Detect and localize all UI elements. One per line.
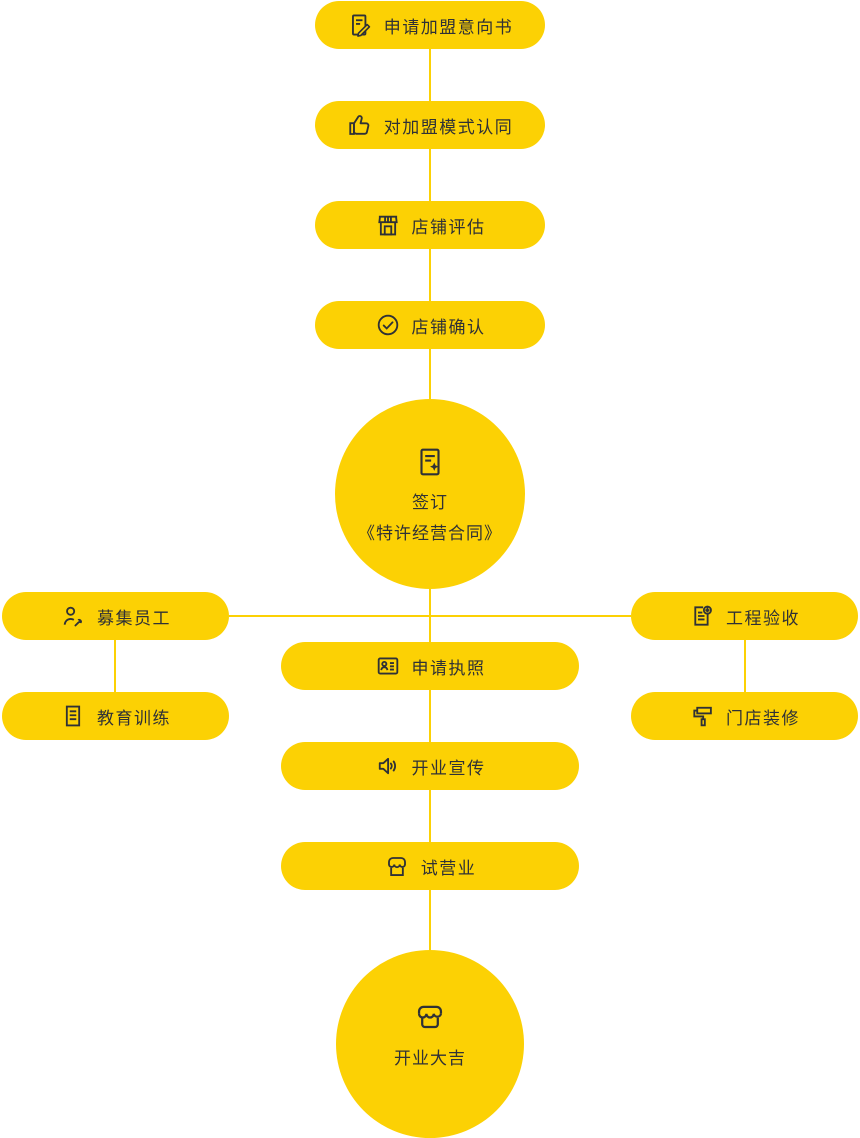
node-label: 教育训练	[97, 708, 171, 729]
paint-roller-icon	[689, 703, 715, 729]
node-sign-contract: 签订 《特许经营合同》	[335, 399, 525, 589]
report-check-icon	[689, 603, 715, 629]
connector-line	[229, 615, 631, 617]
node-label: 申请执照	[411, 658, 486, 679]
storefront-awning-icon	[375, 212, 401, 238]
node-grand-opening: 开业大吉	[336, 950, 524, 1138]
node-label: 试营业	[420, 858, 477, 879]
node-label: 店铺评估	[411, 217, 486, 238]
speaker-icon	[375, 753, 401, 779]
worker-wrench-icon	[60, 603, 86, 629]
id-card-icon	[375, 653, 401, 679]
connector-line	[429, 789, 431, 843]
node-store-decoration: 门店装修	[631, 692, 858, 740]
notebook-icon	[60, 703, 86, 729]
connector-line	[429, 248, 431, 302]
node-project-acceptance: 工程验收	[631, 592, 858, 640]
shop-awning-icon	[384, 853, 410, 879]
node-label-line1: 签订	[412, 493, 448, 513]
node-agree-model: 对加盟模式认同	[315, 101, 545, 149]
node-label: 申请加盟意向书	[383, 17, 514, 38]
node-apply-license: 申请执照	[281, 642, 579, 690]
node-label: 开业宣传	[411, 758, 486, 779]
store-front-icon	[412, 997, 448, 1033]
connector-line	[429, 48, 431, 102]
node-label: 开业大吉	[394, 1049, 466, 1069]
connector-line	[744, 640, 746, 693]
node-label: 工程验收	[726, 608, 800, 629]
node-education-training: 教育训练	[2, 692, 229, 740]
node-opening-promotion: 开业宣传	[281, 742, 579, 790]
connector-line	[114, 640, 116, 693]
node-label: 店铺确认	[411, 317, 486, 338]
connector-line	[429, 689, 431, 743]
edit-document-icon	[347, 12, 373, 38]
contract-star-icon	[413, 445, 447, 479]
connector-line	[429, 889, 431, 951]
node-label-line2: 《特许经营合同》	[358, 524, 502, 544]
check-circle-icon	[375, 312, 401, 338]
thumbs-up-icon	[347, 112, 373, 138]
node-label: 募集员工	[97, 608, 171, 629]
connector-line	[429, 148, 431, 202]
node-recruit-staff: 募集员工	[2, 592, 229, 640]
node-apply-intent: 申请加盟意向书	[315, 1, 545, 49]
node-trial-operation: 试营业	[281, 842, 579, 890]
connector-line	[429, 348, 431, 401]
node-label: 门店装修	[726, 708, 800, 729]
node-store-confirmation: 店铺确认	[315, 301, 545, 349]
node-label: 对加盟模式认同	[383, 117, 514, 138]
node-store-evaluation: 店铺评估	[315, 201, 545, 249]
